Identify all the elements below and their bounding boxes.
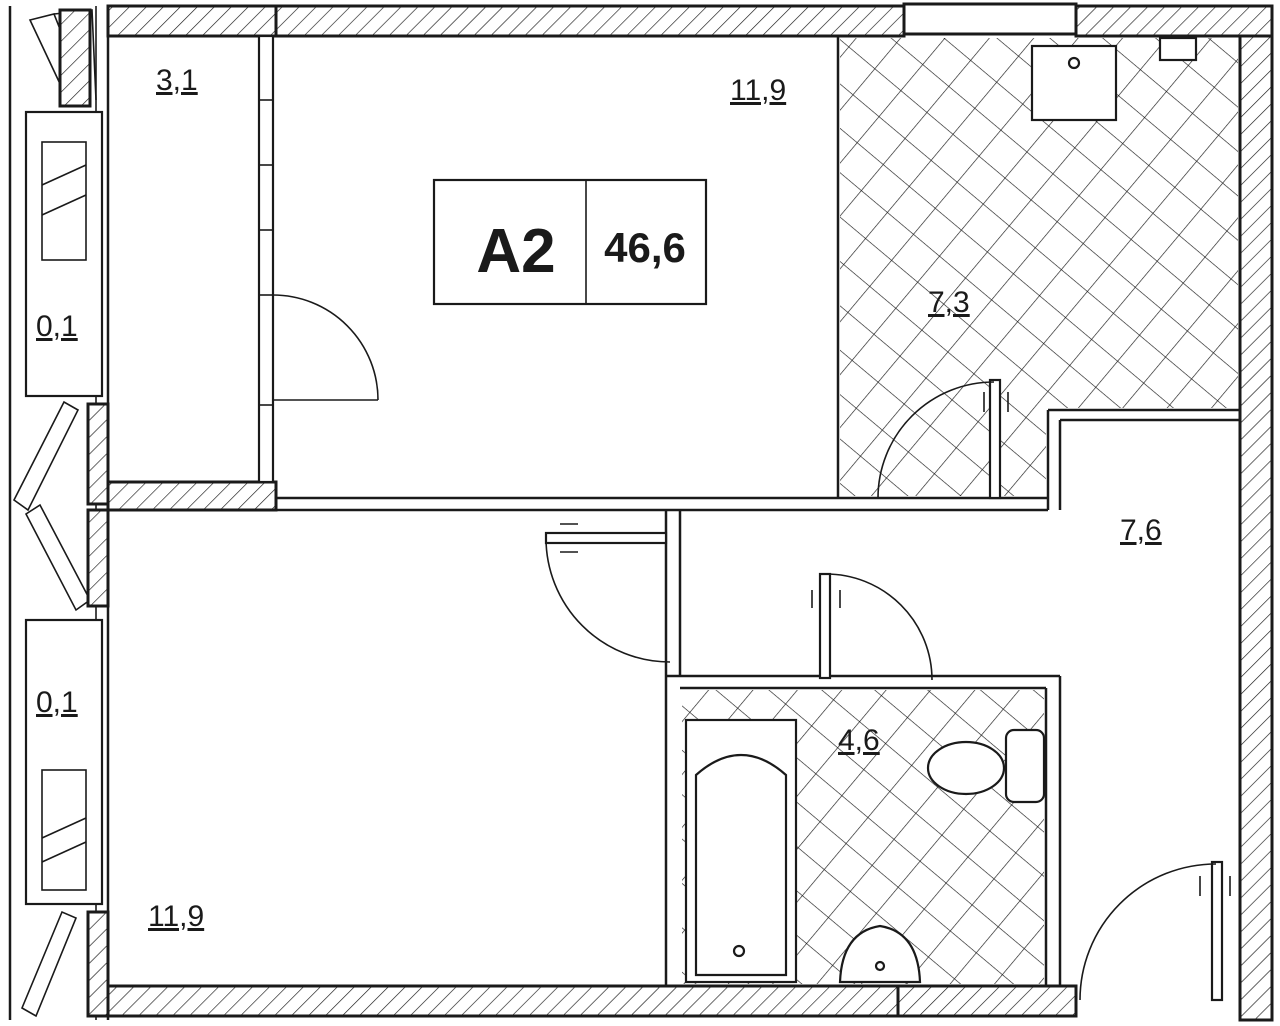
outer-walls <box>106 2 1274 1022</box>
apartment-total-area: 46,6 <box>604 224 686 271</box>
fixtures <box>684 36 1198 984</box>
room-labels: 3,1 11,9 7,3 0,1 0,1 7,6 4,6 11,9 <box>36 64 1162 933</box>
area-label-loggia-bottom: 0,1 <box>36 686 78 719</box>
doors <box>272 294 1231 1002</box>
area-label-loggia-top: 0,1 <box>36 310 78 343</box>
area-label-kitchen-living: 11,9 <box>730 74 786 107</box>
area-label-bedroom: 11,9 <box>148 900 204 933</box>
area-label-bathroom: 4,6 <box>838 724 880 757</box>
sink-icon <box>838 924 922 984</box>
area-label-wardrobe: 7,3 <box>928 286 970 319</box>
apartment-code: A2 <box>476 217 555 286</box>
area-label-hall-small: 3,1 <box>156 64 198 97</box>
toilet-icon <box>1004 728 1046 804</box>
area-label-corridor: 7,6 <box>1120 514 1162 547</box>
partitions <box>257 34 1240 986</box>
left-facade <box>8 6 110 1020</box>
riser <box>1158 36 1198 62</box>
tiled-floor-top-lower <box>840 408 1046 496</box>
apartment-badge: A2 46,6 <box>432 178 708 306</box>
